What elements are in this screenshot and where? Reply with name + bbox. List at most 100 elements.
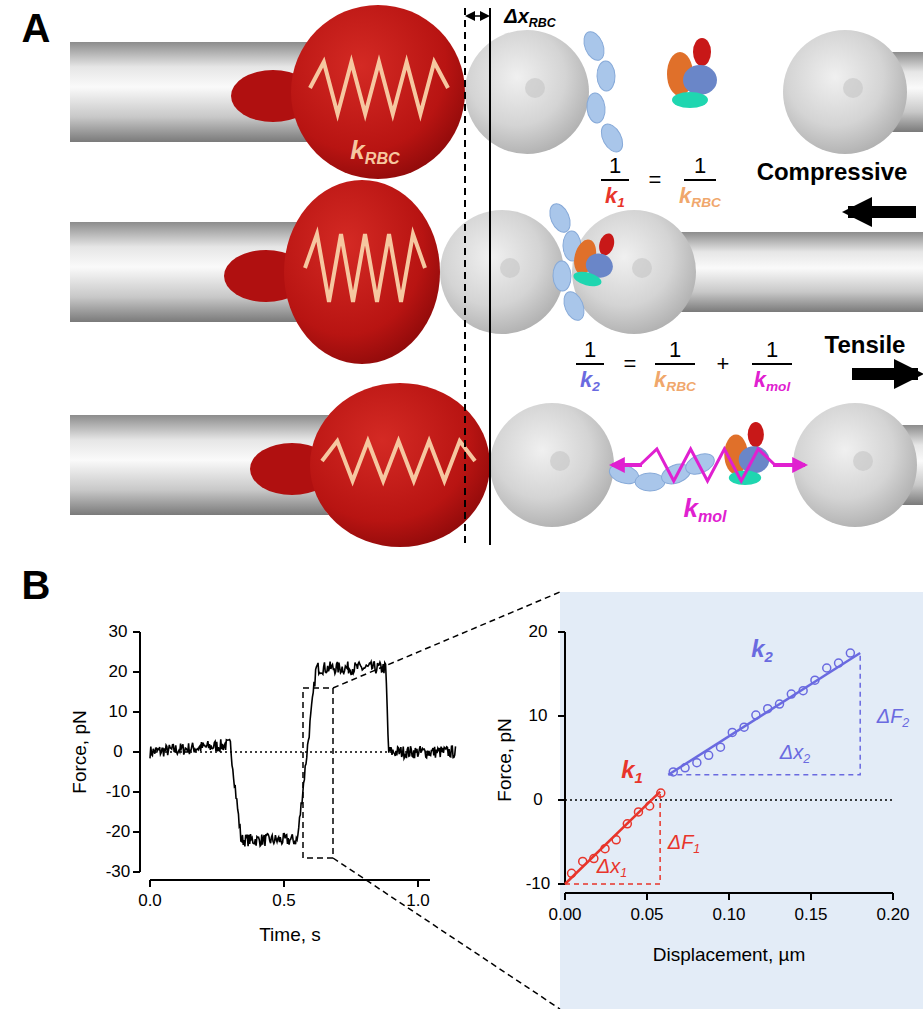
bead [793,403,917,527]
data-point [693,759,701,767]
symbol-subscript: RBC [691,195,721,210]
ligand-subunit [683,65,717,95]
receptor-domain [586,92,607,124]
tick-label: 0.0 [138,892,162,911]
tick-label: 0 [533,791,542,810]
equation-term: kRBC [679,184,721,208]
tick-label: 0.15 [794,906,827,925]
axis-title: Displacement, µm [653,945,805,966]
force-arrow [773,463,805,467]
tick-mark [133,791,140,793]
bead [440,210,564,334]
force-trace [150,662,456,847]
equation-term: k2 [580,368,600,392]
data-point [811,676,819,684]
tick-mark [728,893,730,900]
delta-guide [565,792,660,884]
equation-term: + [717,352,730,376]
tick-label: 20 [109,663,128,682]
force-arrow [612,463,642,467]
equation-term: kRBC [654,368,696,392]
panel-a-illustration [70,5,923,547]
micropipette [70,42,318,142]
symbol-base: k [679,183,691,208]
delta-label: Δx1 [597,855,627,877]
bead-highlight [500,258,520,278]
zoom-panel [560,592,923,1009]
spring-constant: kmol [683,494,726,523]
slope-label: k2 [751,636,773,662]
red-blood-cell [291,5,465,179]
data-point [568,869,576,877]
equation-term: 1 [609,154,621,178]
ligand-subunit [672,92,708,108]
data-point [728,728,736,736]
tick-label: -10 [106,783,131,802]
displacement-label: ΔxRBC [504,5,555,27]
bead [465,30,589,154]
symbol-base: k [621,756,634,783]
bead-highlight [843,78,863,98]
tick-label: 0.20 [876,906,909,925]
tick-mark [133,751,140,753]
tick-mark [417,880,419,887]
symbol-base: k [654,367,666,392]
ligand-subunit [693,38,711,66]
data-point [601,845,609,853]
tick-mark [558,883,565,885]
tick-label: 0.5 [272,892,296,911]
rbc-spring [305,234,425,302]
data-point [764,705,772,713]
data-point [612,836,620,844]
symbol-subscript: RBC [666,379,696,394]
molecule-complex [546,201,621,324]
bead-highlight [853,451,873,471]
equation-term: kmol [754,368,790,392]
force-direction: Compressive [757,159,908,185]
data-point [579,857,587,865]
data-point [634,808,642,816]
receptor-domain [553,261,572,292]
symbol-base: k [751,635,764,662]
symbol-base: k [350,135,364,165]
ligand-subunit [572,269,603,289]
data-point [787,690,795,698]
symbol-subscript: 1 [620,866,627,880]
ligand-cluster [667,38,717,108]
symbol-base: k [580,367,592,392]
red-blood-cell [284,180,440,364]
tick-label: -30 [106,863,131,882]
tick-mark [564,893,566,900]
axis-title: Force, pN [495,718,516,801]
fraction-bar [752,363,792,365]
slope-label: k1 [621,757,643,783]
symbol-base: ΔF [877,705,903,727]
tick-label: -20 [106,823,131,842]
data-point [716,743,724,751]
tick-mark [133,831,140,833]
force-direction: Tensile [825,332,906,358]
data-point [669,768,677,776]
equation-term: 1 [584,338,596,362]
zoom-box [303,688,333,858]
data-point [740,723,748,731]
tensile-arrow [852,368,918,380]
axis-title: Force, pN [70,710,91,793]
panel-letter: B [22,563,51,607]
fit-line [668,653,860,775]
symbol-base: Δx [597,855,620,877]
delta-label: ΔF2 [877,705,910,727]
delta-label: Δx2 [780,741,810,763]
y-axis [564,632,566,884]
fraction-bar [576,363,604,365]
symbol-subscript: 2 [765,649,773,665]
data-point [705,751,713,759]
symbol-base: k [754,367,766,392]
data-point [799,687,807,695]
data-point [646,802,654,810]
tick-mark [810,893,812,900]
bead-highlight [550,451,570,471]
ligand-cluster [568,226,621,290]
bead [572,210,696,334]
